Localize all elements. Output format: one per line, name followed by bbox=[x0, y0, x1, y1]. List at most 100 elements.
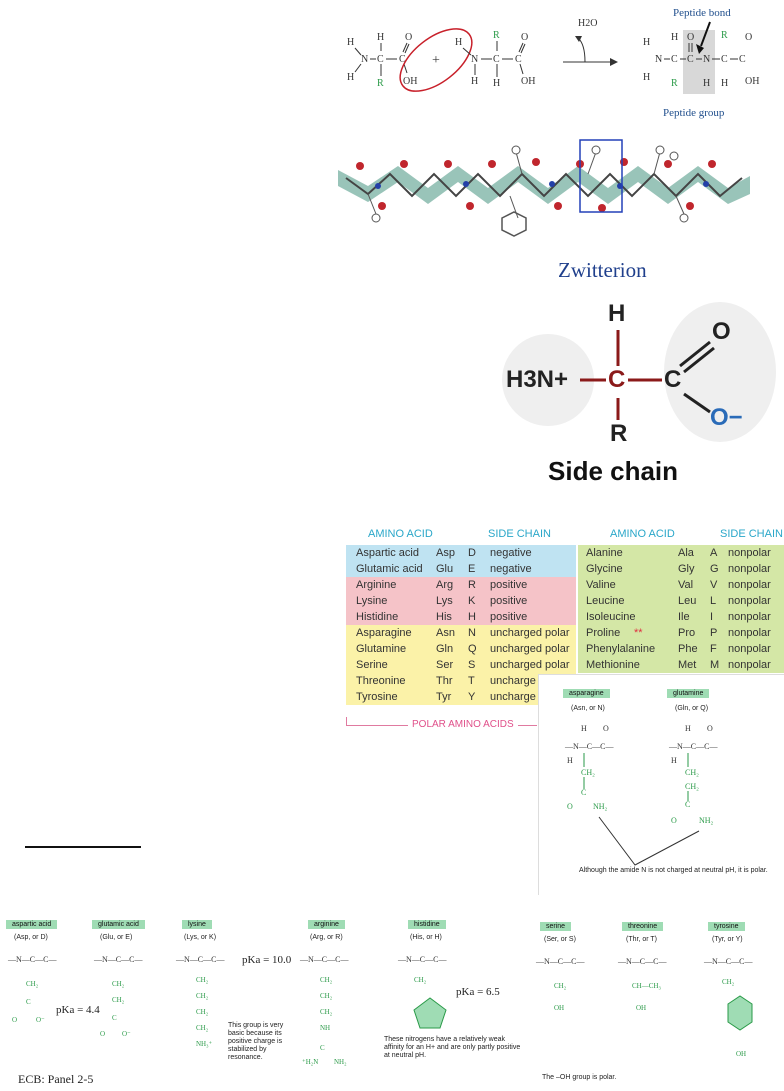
cell-side: nonpolar bbox=[728, 611, 771, 623]
polypeptide-model bbox=[338, 138, 750, 242]
svg-text:CH₂: CH₂ bbox=[554, 982, 567, 990]
cell-abbr: His bbox=[436, 611, 452, 623]
svg-text:—N—C—C—: —N—C—C— bbox=[7, 955, 57, 964]
svg-text:O: O bbox=[405, 32, 412, 43]
svg-text:O: O bbox=[567, 802, 573, 811]
tyrosine-tag: tyrosine bbox=[708, 922, 745, 931]
cell-side: nonpolar bbox=[728, 547, 771, 559]
zwitterion-bonds bbox=[580, 330, 715, 420]
svg-text:—N—C—C—: —N—C—C— bbox=[535, 957, 585, 966]
cell-name: Glycine bbox=[586, 563, 623, 575]
svg-text:H: H bbox=[643, 37, 650, 48]
asparagine-tag: asparagine bbox=[563, 689, 610, 698]
cell-name: Phenylalanine bbox=[586, 643, 656, 655]
cell-code: I bbox=[710, 611, 714, 623]
peptide-group-label: Peptide group bbox=[663, 107, 725, 119]
svg-text:CH₂: CH₂ bbox=[320, 1008, 333, 1016]
svg-text:R: R bbox=[721, 30, 728, 41]
svg-text:NH₃⁺: NH₃⁺ bbox=[196, 1040, 213, 1048]
cell-abbr: Glu bbox=[436, 563, 454, 575]
svg-text:O: O bbox=[521, 32, 528, 43]
header-amino-acid-right: AMINO ACID bbox=[610, 528, 675, 540]
svg-text:—N—C—C—: —N—C—C— bbox=[175, 955, 225, 964]
cell-code: D bbox=[468, 547, 476, 559]
carboxyl-group-circle bbox=[664, 302, 776, 442]
svg-text:H: H bbox=[347, 72, 354, 83]
cell-code: V bbox=[710, 579, 718, 591]
svg-text:C: C bbox=[687, 54, 694, 65]
cell-abbr: Gly bbox=[678, 563, 695, 575]
lysine-note: This group is very basic because its pos… bbox=[228, 1022, 284, 1061]
svg-text:CH₂: CH₂ bbox=[722, 978, 735, 986]
svg-text:H: H bbox=[671, 32, 678, 43]
svg-text:—N—C—C—: —N—C—C— bbox=[564, 742, 614, 751]
cell-side: uncharged polar bbox=[490, 643, 570, 655]
svg-text:C: C bbox=[685, 800, 690, 809]
cell-name: Valine bbox=[586, 579, 616, 591]
glutamic-tag: glutamic acid bbox=[92, 920, 145, 929]
cell-side: uncharge bbox=[490, 675, 536, 687]
amino-group-circle bbox=[502, 334, 594, 426]
oxide-label: O− bbox=[710, 404, 743, 431]
svg-text:R: R bbox=[377, 78, 384, 89]
svg-text:CH₂: CH₂ bbox=[196, 1024, 209, 1032]
svg-text:H: H bbox=[347, 37, 354, 48]
svg-text:NH₂: NH₂ bbox=[334, 1058, 347, 1066]
svg-text:OH: OH bbox=[554, 1004, 564, 1012]
cell-name: Leucine bbox=[586, 595, 625, 607]
cell-name: Serine bbox=[356, 659, 388, 671]
lysine-tag: lysine bbox=[182, 920, 212, 929]
svg-text:H: H bbox=[567, 756, 573, 765]
aspartic-sub: (Asp, or D) bbox=[14, 934, 48, 941]
peptide-bond-label: Peptide bond bbox=[673, 7, 731, 19]
cell-abbr: Leu bbox=[678, 595, 697, 607]
svg-text:H: H bbox=[671, 756, 677, 765]
cell-name: Isoleucine bbox=[586, 611, 636, 623]
asparagine-sub: (Asn, or N) bbox=[571, 705, 605, 712]
svg-text:CH₂: CH₂ bbox=[112, 980, 125, 988]
alpha-carbon-label: C bbox=[608, 366, 626, 393]
cell-code: L bbox=[710, 595, 717, 607]
amide-note: Although the amide N is not charged at n… bbox=[579, 867, 768, 874]
svg-text:⁺H₂N: ⁺H₂N bbox=[302, 1058, 318, 1066]
svg-text:H: H bbox=[471, 76, 478, 87]
cell-code: S bbox=[468, 659, 476, 671]
cell-side: positive bbox=[490, 595, 528, 607]
svg-text:H: H bbox=[685, 724, 691, 733]
plus-sign: + bbox=[432, 53, 440, 68]
cell-abbr: Ile bbox=[678, 611, 690, 623]
svg-text:O: O bbox=[687, 32, 694, 43]
amide-panel: asparagine (Asn, or N) glutamine (Gln, o… bbox=[538, 674, 784, 895]
charged-panel: aspartic acid (Asp, or D) glutamic acid … bbox=[0, 916, 530, 1091]
cell-code: T bbox=[468, 675, 475, 687]
svg-text:NH₂: NH₂ bbox=[593, 802, 608, 811]
cell-abbr: Val bbox=[678, 579, 694, 591]
svg-text:—N—C—C—: —N—C—C— bbox=[668, 742, 718, 751]
svg-text:CH₂: CH₂ bbox=[685, 768, 699, 777]
cell-side: positive bbox=[490, 611, 528, 623]
svg-text:NH₂: NH₂ bbox=[699, 816, 714, 825]
cell-side: nonpolar bbox=[728, 659, 771, 671]
cell-code: N bbox=[468, 627, 476, 639]
svg-text:C: C bbox=[26, 998, 31, 1006]
histidine-note: These nitrogens have a relatively weak a… bbox=[384, 1036, 521, 1059]
cell-code: R bbox=[468, 579, 476, 591]
cell-side: negative bbox=[490, 563, 532, 575]
svg-text:—N—C—C—: —N—C—C— bbox=[397, 955, 447, 964]
water-label: H2O bbox=[578, 18, 597, 29]
cell-abbr: Arg bbox=[436, 579, 454, 591]
oxygen-label: O bbox=[712, 318, 731, 345]
svg-text:O⁻: O⁻ bbox=[36, 1016, 45, 1024]
svg-text:C: C bbox=[721, 54, 728, 65]
